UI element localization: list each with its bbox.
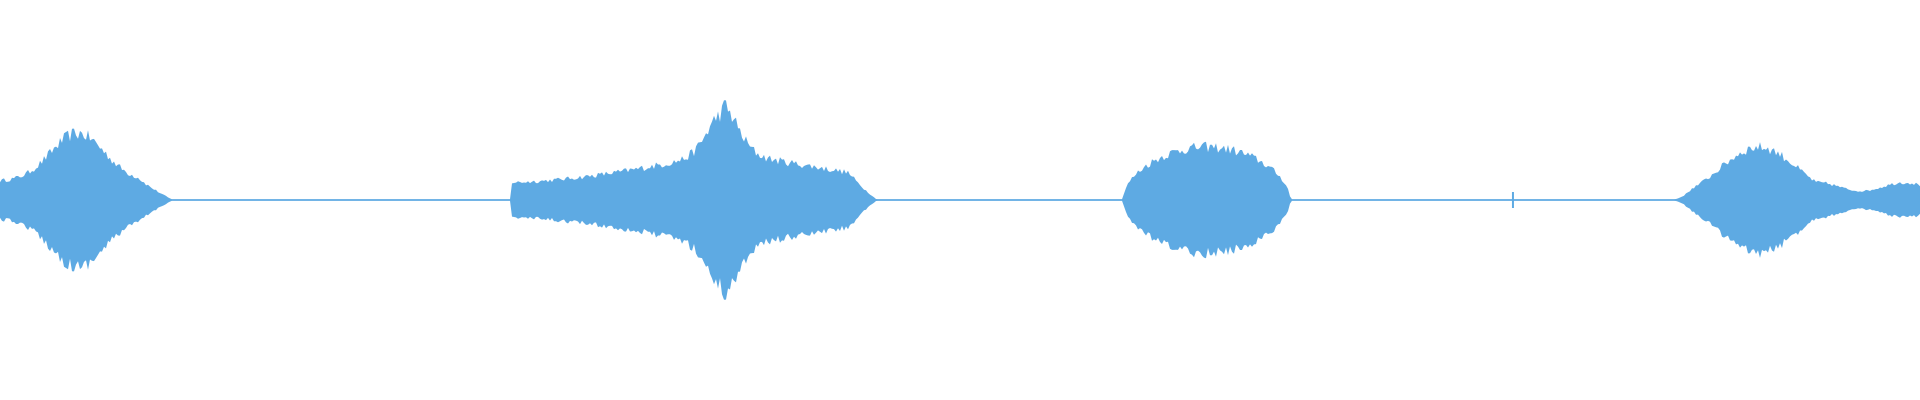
- waveform-envelope-top: [0, 100, 1920, 300]
